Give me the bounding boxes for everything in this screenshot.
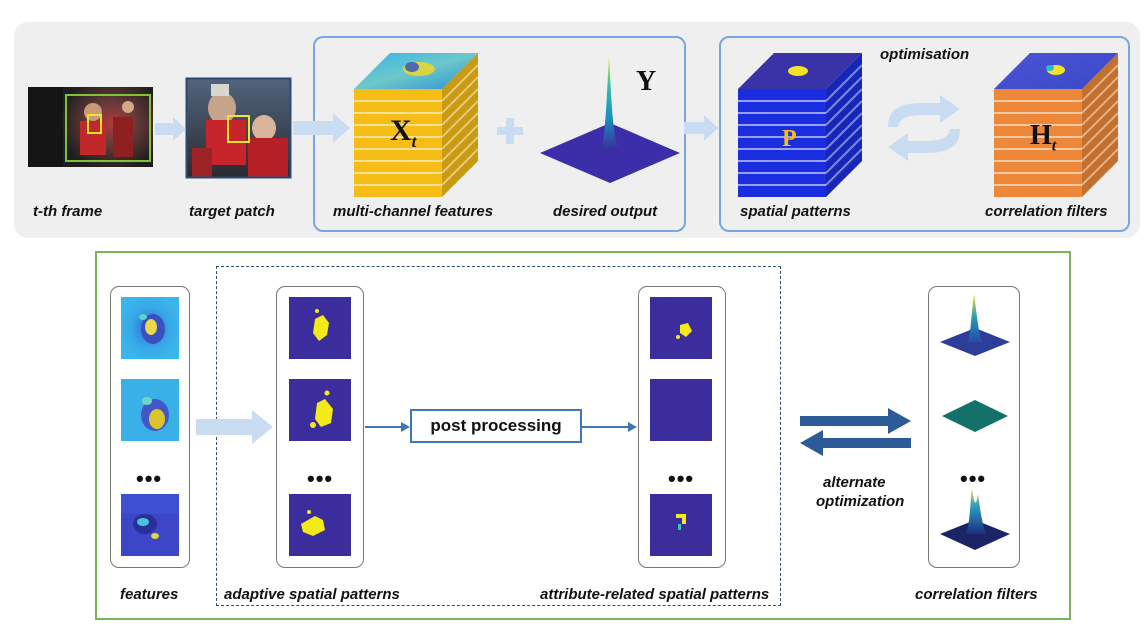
arrow-output-to-patterns <box>684 115 718 141</box>
attribute-pattern-2 <box>650 379 712 441</box>
alternate-arrows-icon <box>800 408 911 456</box>
attribute-pattern-3 <box>650 494 712 556</box>
label-attribute-related-patterns: attribute-related spatial patterns <box>540 586 770 603</box>
arrow-features-to-patterns <box>196 410 273 444</box>
spatial-pattern-stack <box>738 53 863 197</box>
adaptive-pattern-2 <box>289 379 351 441</box>
label-desired-output: desired output <box>553 203 658 220</box>
feature-map-1 <box>121 297 179 359</box>
feature-stack <box>354 53 479 197</box>
desired-output-surface <box>540 56 680 183</box>
arrow-from-post-processing <box>582 422 637 432</box>
label-features: features <box>120 586 179 603</box>
filter-surface-1 <box>940 294 1010 356</box>
detail-panel <box>95 251 1071 620</box>
label-correlation-filters-top: correlation filters <box>985 203 1108 220</box>
symbol-x: Xt <box>390 114 417 151</box>
arrow-patch-to-features <box>293 113 350 143</box>
label-multichannel-features: multi-channel features <box>333 203 494 220</box>
arrow-frame-to-patch <box>155 117 186 141</box>
attribute-ellipsis: ••• <box>668 466 695 491</box>
label-optimisation: optimisation <box>880 46 970 63</box>
arrow-to-post-processing <box>365 422 410 432</box>
filter-surface-3 <box>940 488 1010 550</box>
symbol-y: Y <box>636 66 657 97</box>
correlation-filter-stack <box>994 53 1119 197</box>
spatial-pattern-group <box>216 266 781 606</box>
label-adaptive-spatial-patterns: adaptive spatial patterns <box>224 586 400 603</box>
adaptive-pattern-3 <box>289 494 351 556</box>
filter-surface-2 <box>942 400 1008 432</box>
label-correlation-filters-bottom: correlation filters <box>915 586 1038 603</box>
label-optimization: optimization <box>816 493 905 510</box>
adaptive-pattern-1 <box>289 297 351 359</box>
adaptive-ellipsis: ••• <box>307 466 334 491</box>
post-processing-box: post processing <box>410 409 582 443</box>
feature-map-2 <box>121 379 179 441</box>
feature-map-3 <box>121 494 179 556</box>
cycle-arrows-icon <box>888 95 960 161</box>
label-alternate: alternate <box>823 474 886 491</box>
features-ellipsis: ••• <box>136 466 163 491</box>
label-target-patch: target patch <box>189 203 275 220</box>
symbol-h: Ht <box>1030 120 1057 155</box>
optimisation-group <box>719 36 1130 232</box>
label-frame: t-th frame <box>33 203 103 220</box>
target-patch-image <box>185 77 292 179</box>
label-spatial-patterns: spatial patterns <box>740 203 851 220</box>
plus-icon <box>497 118 523 144</box>
filters-ellipsis: ••• <box>960 466 987 491</box>
frame-image <box>28 87 153 167</box>
symbol-p: P <box>782 126 797 152</box>
attribute-pattern-1 <box>650 297 712 359</box>
